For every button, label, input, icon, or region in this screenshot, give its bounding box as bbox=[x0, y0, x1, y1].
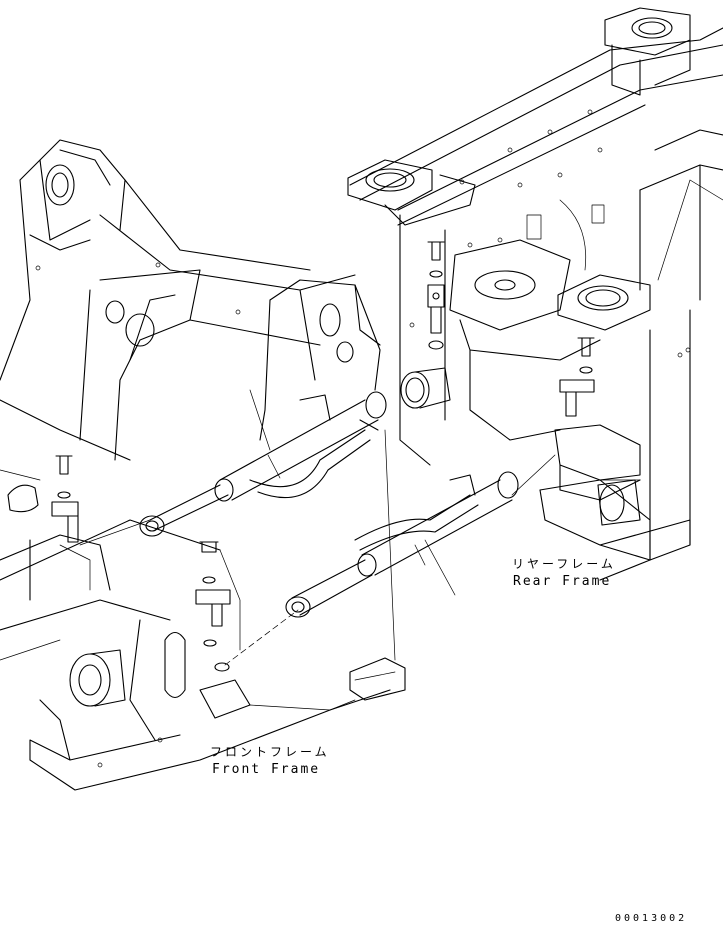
drawing-part-number: 00013002 bbox=[615, 913, 688, 924]
front-frame-label: Front Frame bbox=[212, 762, 321, 777]
rear-frame bbox=[347, 7, 723, 581]
steering-cylinder-lower bbox=[285, 471, 519, 618]
front-pin-bolt-stack bbox=[7, 455, 231, 672]
rear-pin-bolt-stack bbox=[427, 241, 595, 417]
lower-clevis-bracket bbox=[199, 657, 406, 719]
front-frame bbox=[0, 139, 391, 791]
rear-frame-label: Rear Frame bbox=[513, 574, 612, 589]
front-frame-label-jp: フロントフレーム bbox=[210, 745, 330, 759]
rear-frame-label-jp: リヤーフレーム bbox=[512, 557, 616, 571]
leader-lines bbox=[79, 389, 556, 711]
steering-cylinder-upper bbox=[139, 391, 387, 537]
